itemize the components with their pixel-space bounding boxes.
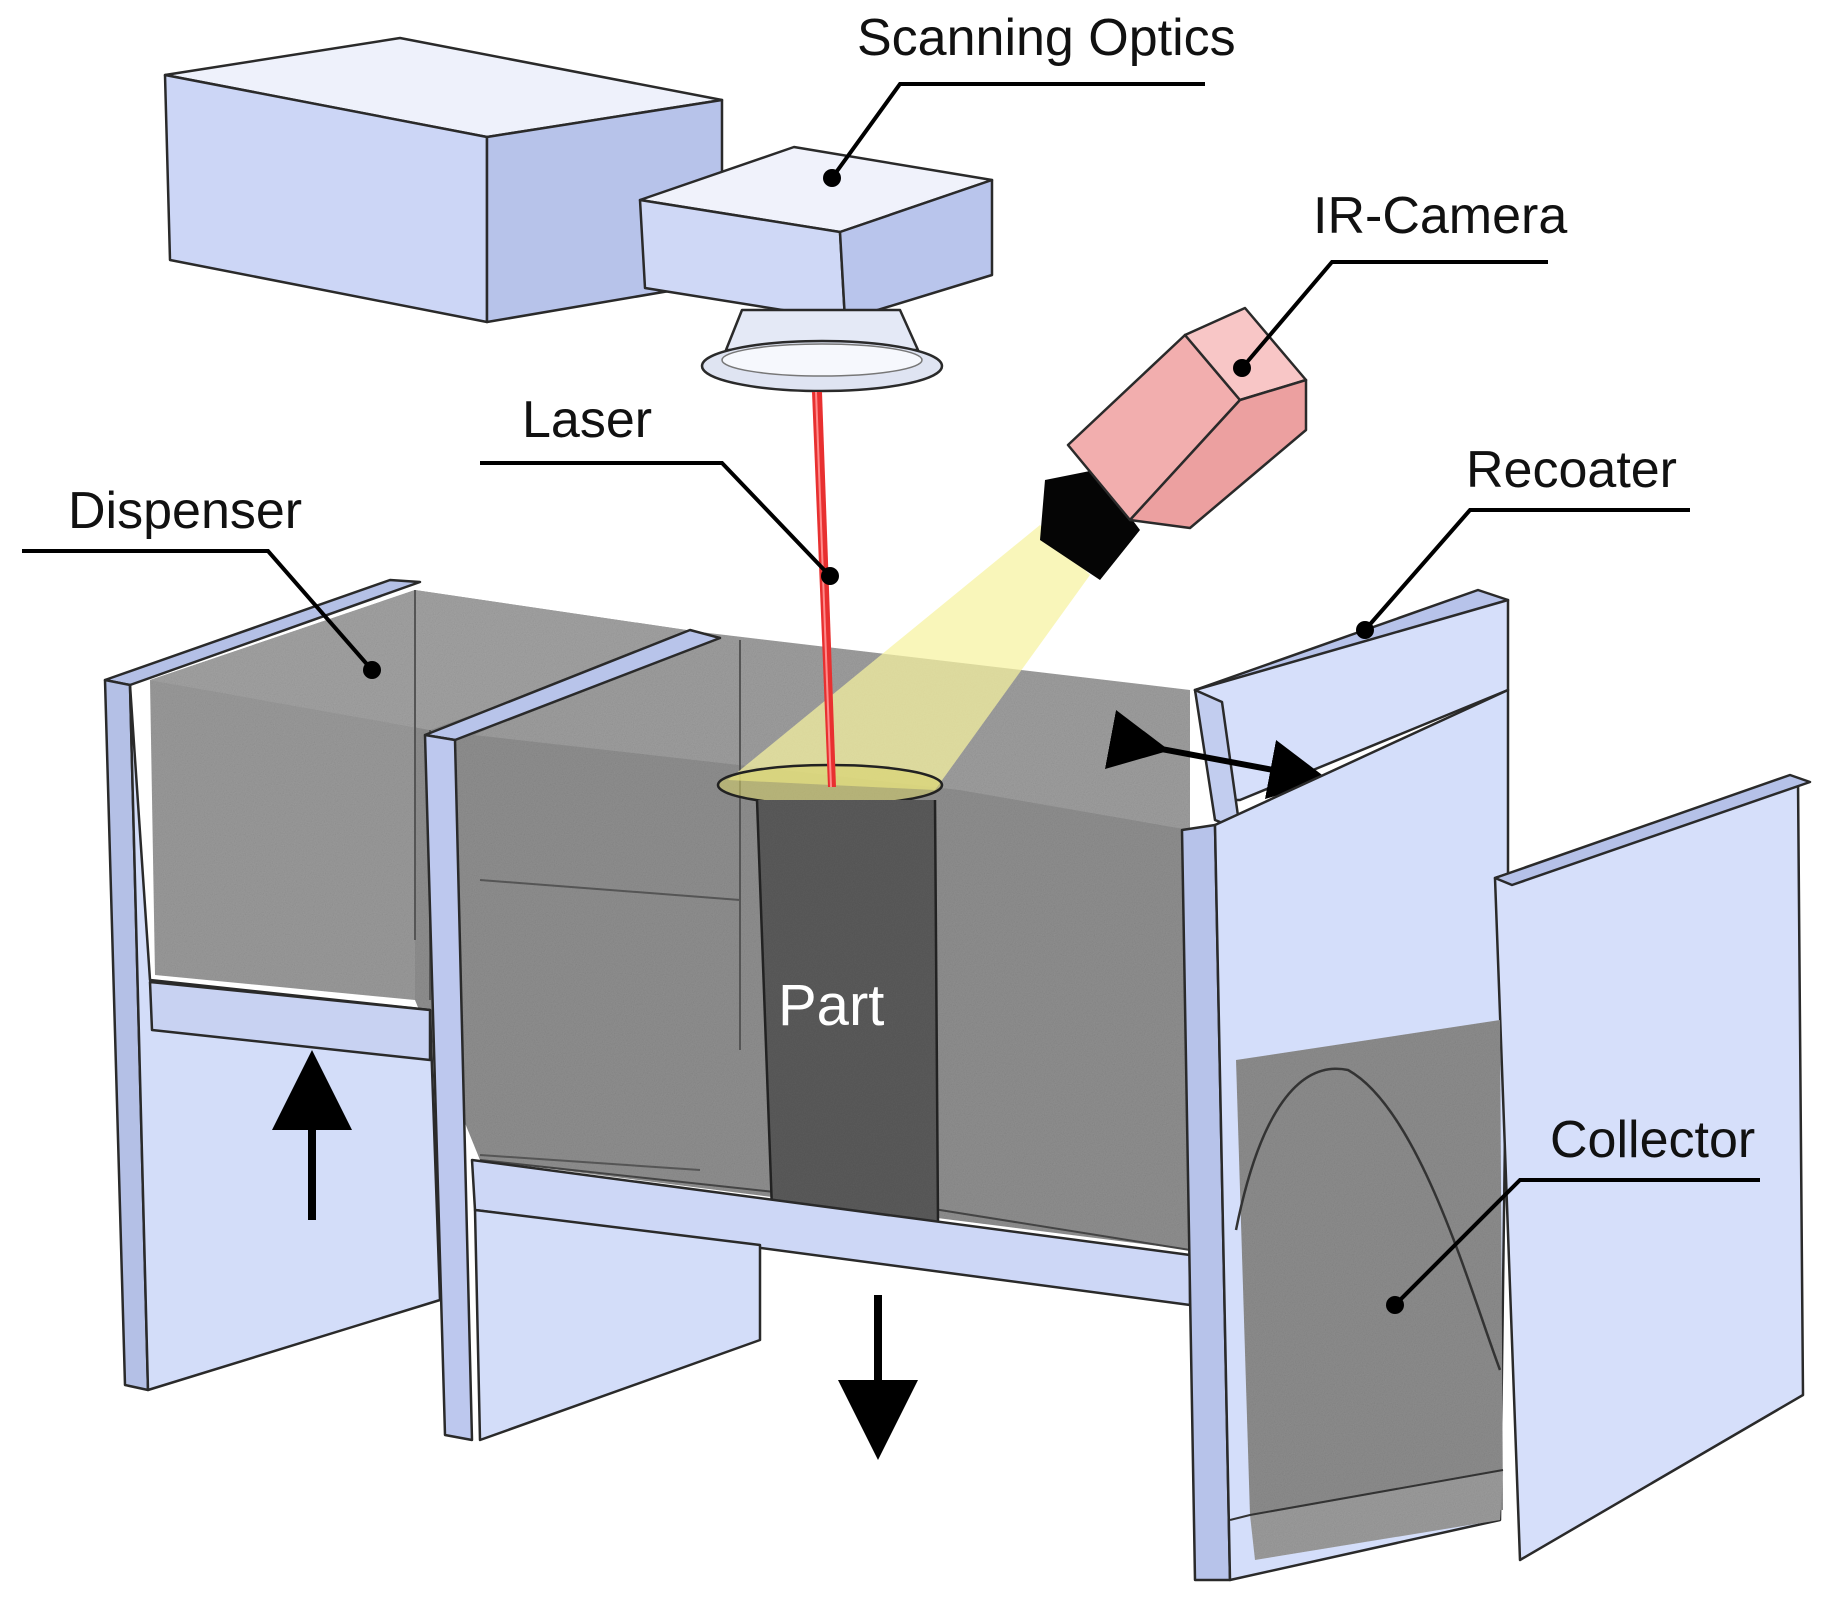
collector (1180, 688, 1812, 1582)
dot-laser (821, 567, 839, 585)
leader-recoater (1363, 508, 1690, 632)
dot-recoater (1356, 621, 1374, 639)
scanning-optics-lens-inner (721, 343, 923, 377)
label-ir-camera: IR-Camera (1313, 187, 1567, 245)
leader-dispenser (22, 549, 374, 672)
ir-beam (728, 525, 1090, 790)
leader-laser (480, 461, 832, 578)
dispenser-divider (423, 733, 474, 1442)
label-dispenser: Dispenser (68, 482, 302, 540)
labels: Scanning Optics IR-Camera Laser Dispense… (68, 9, 1755, 1169)
label-laser: Laser (522, 391, 652, 449)
leader-scanning-optics (830, 82, 1205, 180)
leader-ir-camera (1240, 260, 1548, 370)
recoater (1104, 588, 1510, 832)
dot-scanning-optics (823, 169, 841, 187)
chamber-floor-shadow (479, 1159, 1191, 1251)
dot-dispenser (363, 661, 381, 679)
scanning-optics-side (838, 178, 994, 322)
dispenser (103, 578, 722, 1442)
ir-camera-side (1128, 378, 1308, 530)
collector-bin-rim (1229, 1469, 1504, 1521)
part-label: Part (778, 973, 884, 1038)
collector-right-panel-top (1493, 773, 1812, 887)
dispenser-powder-top (150, 590, 700, 730)
part-body (757, 800, 938, 1222)
double-arrow-icon (1104, 709, 1330, 799)
scanning-optics (638, 145, 994, 393)
collector-right-panel (1493, 778, 1805, 1562)
laser-source (163, 36, 724, 324)
dot-ir-camera (1233, 359, 1251, 377)
collector-bin-floor (1250, 1470, 1503, 1560)
part-edge (755, 799, 940, 1223)
label-collector: Collector (1550, 1111, 1755, 1169)
label-recoater: Recoater (1466, 441, 1677, 499)
leaders (22, 82, 1760, 1314)
platform-support-left (473, 1208, 762, 1442)
collector-ramp (1234, 1067, 1502, 1371)
dispenser-floor-front (148, 980, 432, 1062)
dot-collector (1386, 1296, 1404, 1314)
collector-bin (1236, 1020, 1503, 1515)
part: Part (755, 799, 940, 1223)
laser-beam-core (815, 391, 832, 788)
leader-collector (1393, 1178, 1760, 1307)
label-scanning-optics: Scanning Optics (857, 9, 1236, 67)
ir-camera (716, 306, 1308, 807)
laser-beam (812, 391, 836, 788)
